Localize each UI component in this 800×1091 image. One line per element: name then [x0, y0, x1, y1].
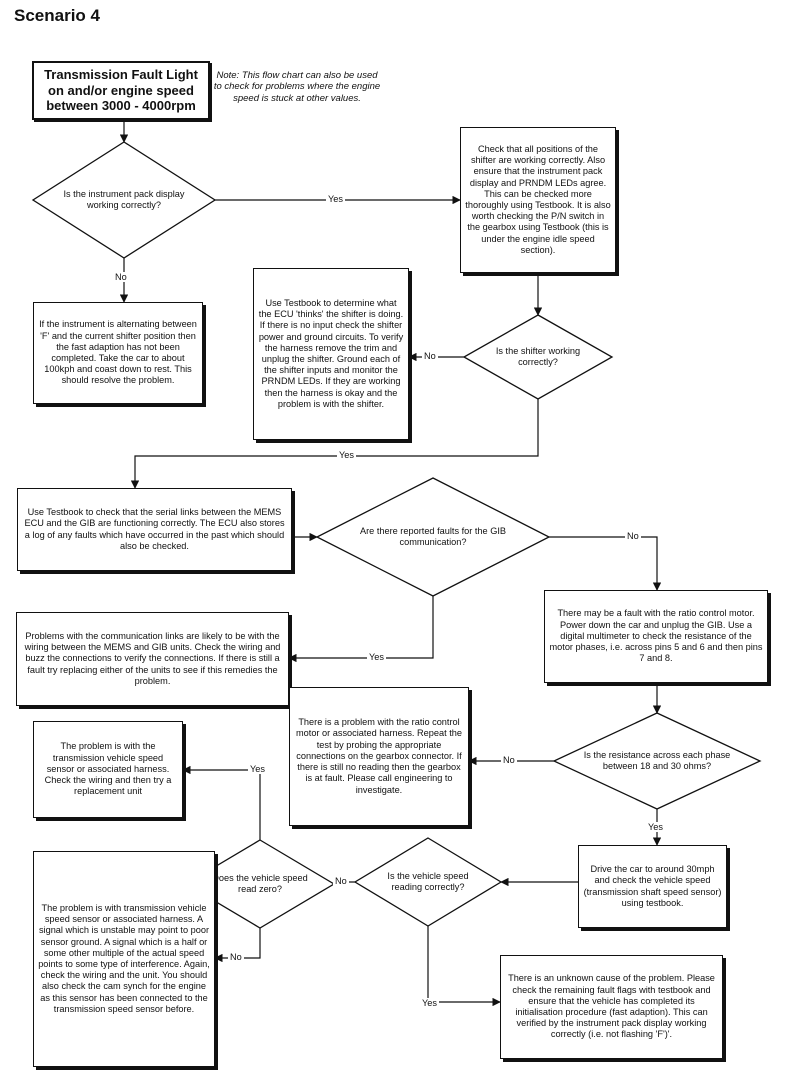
edge-label-yes: Yes — [420, 998, 439, 1009]
edge-label-no: No — [113, 272, 129, 283]
decision-resistance: Is the resistance across each phase betw… — [583, 749, 731, 771]
ratio-motor-box: There may be a fault with the ratio cont… — [544, 590, 768, 683]
decision-vehicle-speed: Is the vehicle speed reading correctly? — [387, 870, 469, 892]
ratio-problem-box: There is a problem with the ratio contro… — [289, 687, 469, 826]
serial-links-box: Use Testbook to check that the serial li… — [17, 488, 292, 571]
decision-shifter: Is the shifter working correctly? — [495, 345, 581, 367]
edge-label-yes: Yes — [646, 822, 665, 833]
connector-shifter-yes — [130, 399, 539, 489]
ecu-thinks-box: Use Testbook to determine what the ECU '… — [253, 268, 409, 440]
edge-label-yes: Yes — [248, 764, 267, 775]
speed-sensor-unstable-box: The problem is with transmission vehicle… — [33, 851, 215, 1067]
page-title: Scenario 4 — [14, 6, 100, 25]
edge-label-yes: Yes — [326, 194, 345, 205]
connector-speed-yes — [427, 926, 501, 1007]
start-box: Transmission Fault Light on and/or engin… — [32, 61, 210, 120]
speed-sensor-replace-box: The problem is with the transmission veh… — [33, 721, 183, 818]
flowchart-note: Note: This flow chart can also be used t… — [213, 70, 381, 104]
decision-gib-faults: Are there reported faults for the GIB co… — [359, 525, 507, 547]
decision-speed-zero: Does the vehicle speed read zero? — [212, 872, 308, 894]
unknown-cause-box: There is an unknown cause of the problem… — [500, 955, 723, 1059]
fast-adaption-box: If the instrument is alternating between… — [33, 302, 203, 404]
edge-label-no: No — [422, 351, 438, 362]
edge-label-yes: Yes — [367, 652, 386, 663]
edge-label-no: No — [625, 531, 641, 542]
edge-label-no: No — [333, 876, 349, 887]
drive-30mph-box: Drive the car to around 30mph and check … — [578, 845, 727, 928]
edge-label-no: No — [228, 952, 244, 963]
edge-label-no: No — [501, 755, 517, 766]
shifter-positions-box: Check that all positions of the shifter … — [460, 127, 616, 273]
edge-label-yes: Yes — [337, 450, 356, 461]
connector-gib-no — [549, 536, 662, 591]
decision-instrument-pack: Is the instrument pack display working c… — [63, 188, 185, 210]
connector-gib-yes — [288, 596, 434, 663]
connector-zero-yes — [182, 765, 261, 840]
comm-links-box: Problems with the communication links ar… — [16, 612, 289, 706]
